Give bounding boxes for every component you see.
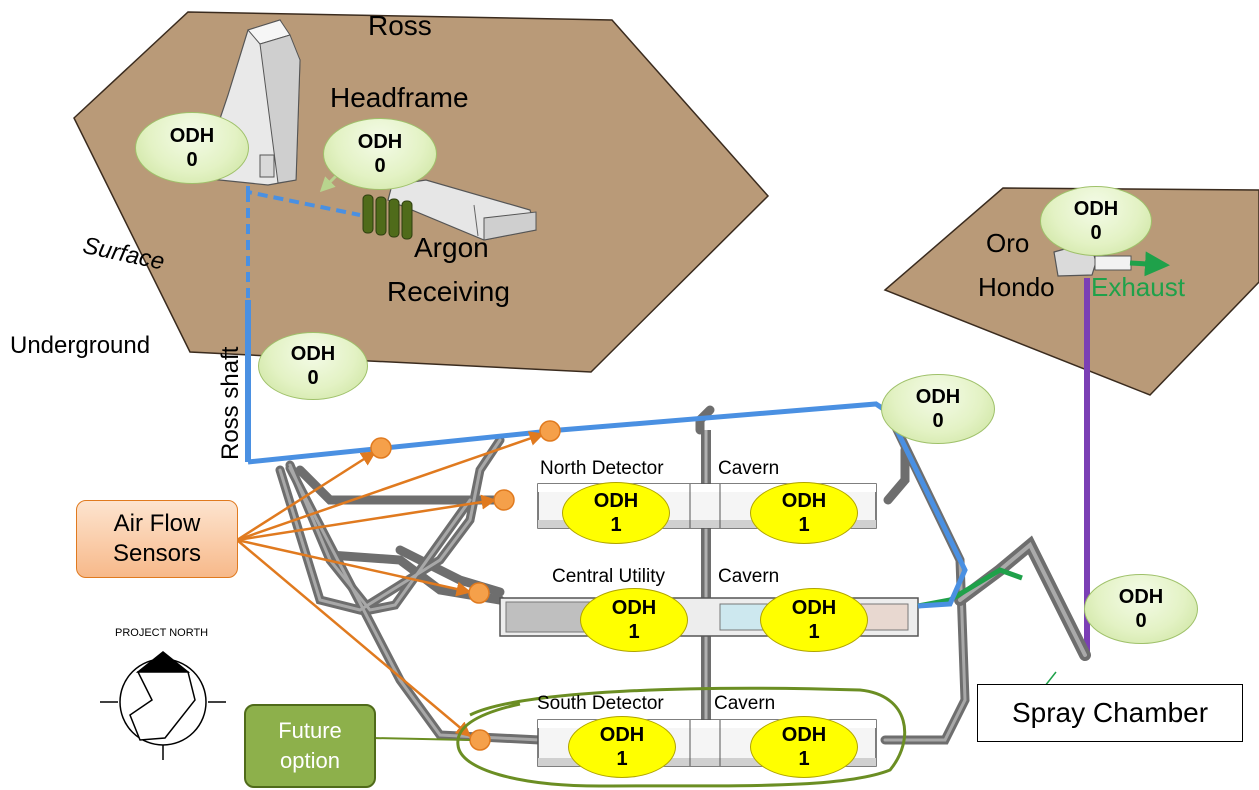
hondo-label: Hondo xyxy=(978,272,1055,302)
central-utility-label: Central Utility xyxy=(552,566,665,587)
south-cavern-label: Cavern xyxy=(714,693,776,714)
spray-chamber-box: Spray Chamber xyxy=(977,684,1243,742)
headframe-label: Headframe xyxy=(330,82,469,113)
future-option-box: Future option xyxy=(244,704,376,788)
exhaust-label: Exhaust xyxy=(1091,272,1185,302)
argon-label: Argon xyxy=(414,232,489,263)
air-flow-arrows xyxy=(236,431,545,737)
north-detector-label: North Detector xyxy=(540,458,664,479)
argon-building xyxy=(362,179,537,241)
north-cavern-label: Cavern xyxy=(718,458,780,479)
future-line2: option xyxy=(280,748,340,773)
future-outline xyxy=(456,686,907,788)
ross-shaft-label: Ross shaft xyxy=(217,346,244,460)
future-line1: Future xyxy=(278,718,342,743)
underground-label: Underground xyxy=(10,332,151,359)
ross-label: Ross xyxy=(368,10,432,41)
receiving-label: Receiving xyxy=(387,276,510,307)
central-cavern-label: Cavern xyxy=(718,566,780,587)
oro-label: Oro xyxy=(986,228,1030,258)
project-north-label: PROJECT NORTH xyxy=(115,627,209,639)
spray-green-duct xyxy=(917,567,1023,609)
surface-plane-oro xyxy=(883,187,1259,396)
spray-chamber-structure xyxy=(954,535,1091,661)
future-connector xyxy=(371,737,471,741)
air-flow-line1: Air Flow xyxy=(113,510,201,537)
air-flow-line2: Sensors xyxy=(112,540,202,567)
compass-icon xyxy=(100,651,226,760)
sensor-dots xyxy=(370,420,561,751)
south-detector-label: South Detector xyxy=(537,693,664,714)
exhaust-arrow xyxy=(1129,251,1170,277)
air-flow-sensors-box: Air Flow Sensors xyxy=(76,500,238,578)
spray-chamber-label: Spray Chamber xyxy=(1011,697,1209,728)
